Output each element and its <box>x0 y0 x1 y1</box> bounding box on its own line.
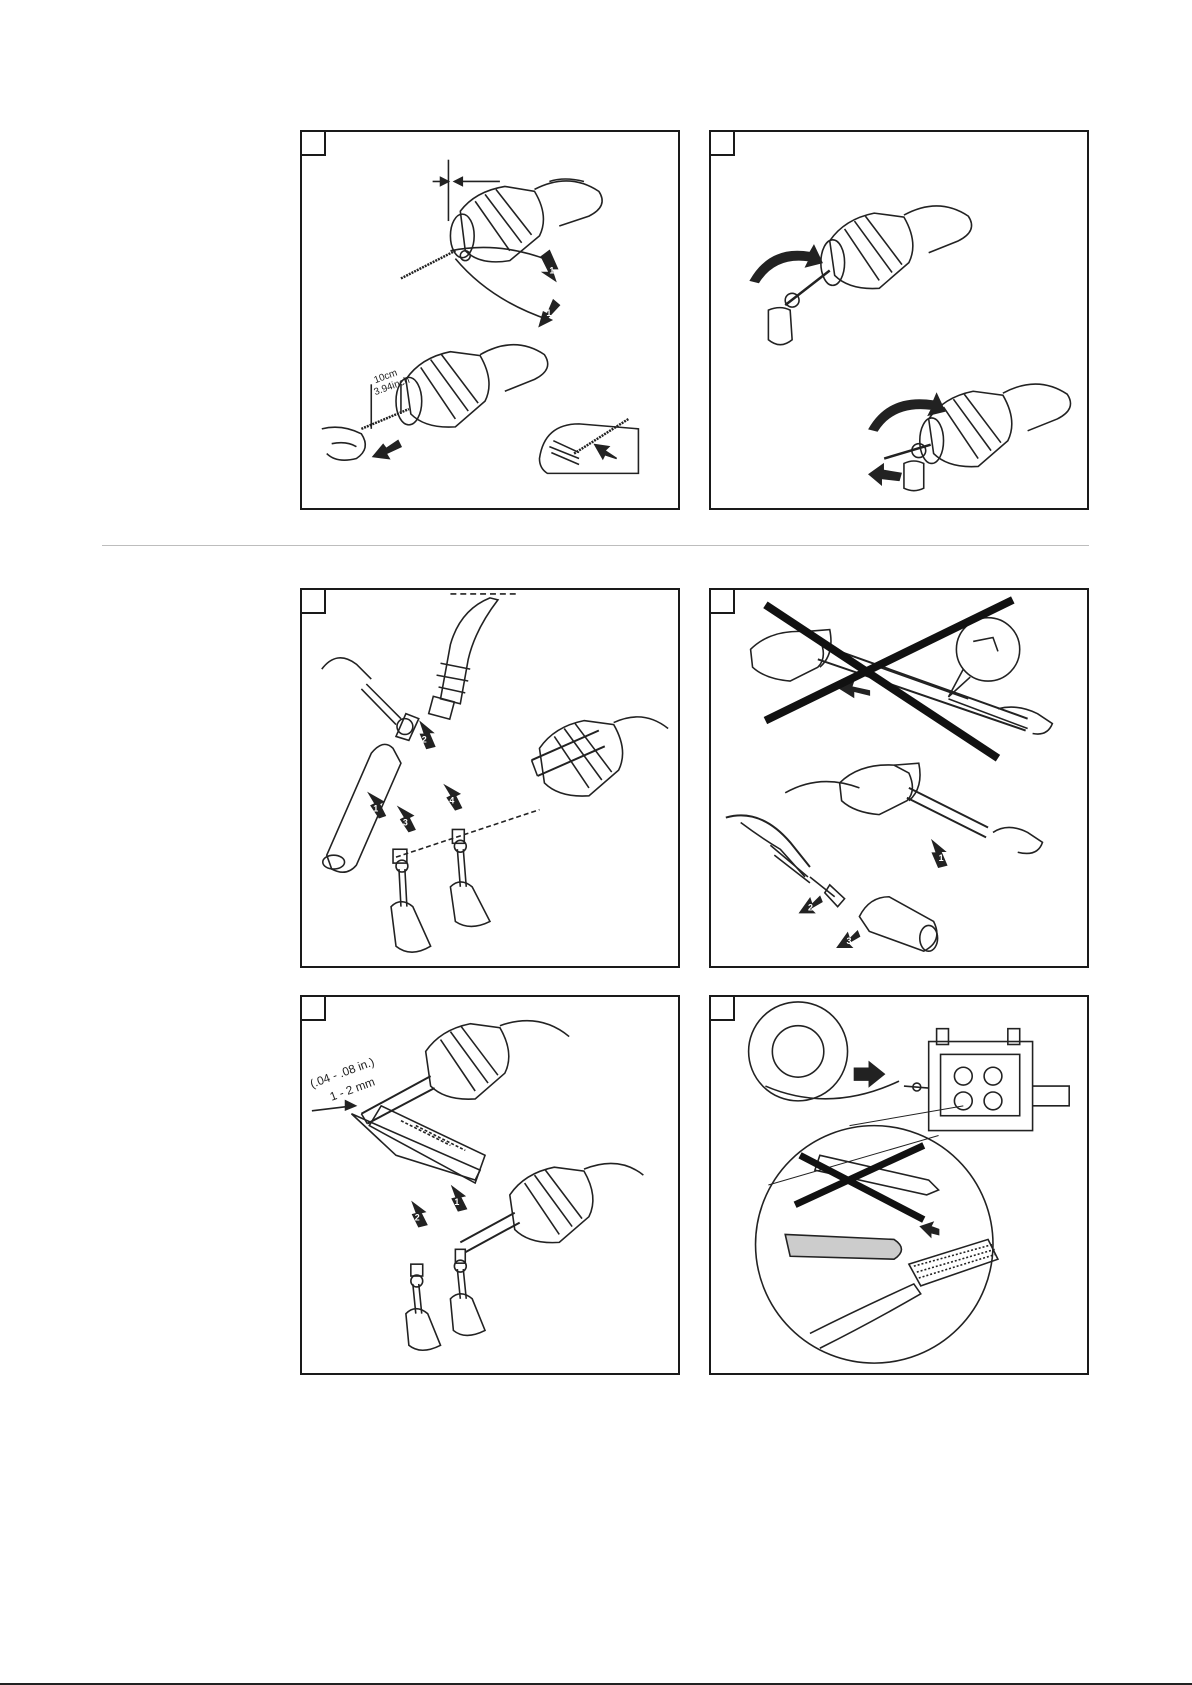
step-badge-1b: 1 <box>546 308 551 318</box>
step-badge-3: 3 <box>403 817 408 827</box>
step-badge-1: 1 <box>454 1197 459 1207</box>
liner-trim-illustration: (.04 - .08 in.) 1 - 2 mm 2 1 <box>302 997 678 1373</box>
illustration-panel-4: 1 2 3 <box>709 588 1089 968</box>
illustration-panel-5: (.04 - .08 in.) 1 - 2 mm 2 1 <box>300 995 680 1375</box>
step-badge-4: 4 <box>449 796 454 806</box>
section-divider <box>102 545 1089 546</box>
wire-feeder-illustration <box>711 997 1087 1373</box>
nozzle-removal-illustration: 2 1 3 4 <box>302 590 678 966</box>
illustration-panel-3: 2 1 3 4 <box>300 588 680 968</box>
step-badge-1: 1 <box>939 853 944 863</box>
illustration-panel-2 <box>709 130 1089 510</box>
step-badge-1: 1 <box>373 804 378 814</box>
step-badge-2: 2 <box>808 903 813 913</box>
step-badge-3: 3 <box>847 936 852 946</box>
liner-insertion-illustration: 1 2 3 <box>711 590 1087 966</box>
step-badge-2: 2 <box>415 1213 420 1223</box>
liner-fitting-illustration <box>711 132 1087 508</box>
liner-cutting-illustration: 10cm 3.94inch 1 1 <box>302 132 678 508</box>
step-badge-2: 2 <box>422 734 427 744</box>
illustration-panel-1: 10cm 3.94inch 1 1 <box>300 130 680 510</box>
illustration-panel-6 <box>709 995 1089 1375</box>
step-badge-1a: 1 <box>549 265 554 275</box>
